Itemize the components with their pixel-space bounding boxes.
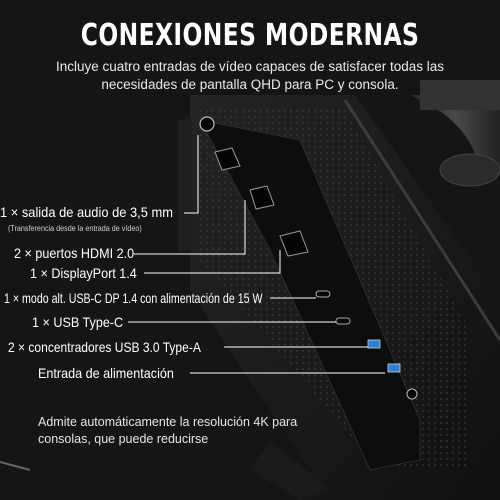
label-audio-note: (Transferencia desde la entrada de vídeo… (8, 224, 142, 233)
page-subtitle: Incluye cuatro entradas de vídeo capaces… (56, 59, 444, 92)
label-audio-out: 1 × salida de audio de 3,5 mm (0, 204, 173, 220)
label-hdmi: 2 × puertos HDMI 2.0 (14, 245, 135, 261)
callout-line-dp (144, 250, 281, 274)
label-usbc-dp: 1 × modo alt. USB-C DP 1.4 con alimentac… (4, 290, 263, 306)
callout-line-audio (184, 135, 199, 214)
callout-lines (128, 135, 385, 374)
label-power: Entrada de alimentación (38, 365, 174, 381)
label-displayport: 1 × DisplayPort 1.4 (30, 265, 137, 281)
label-usbc: 1 × USB Type-C (32, 314, 124, 330)
label-usba: 2 × concentradores USB 3.0 Type-A (8, 339, 201, 355)
page-title: CONEXIONES MODERNAS (80, 18, 420, 53)
footer-note: Admite automáticamente la resolución 4K … (38, 415, 298, 446)
callout-line-hdmi (134, 200, 246, 255)
